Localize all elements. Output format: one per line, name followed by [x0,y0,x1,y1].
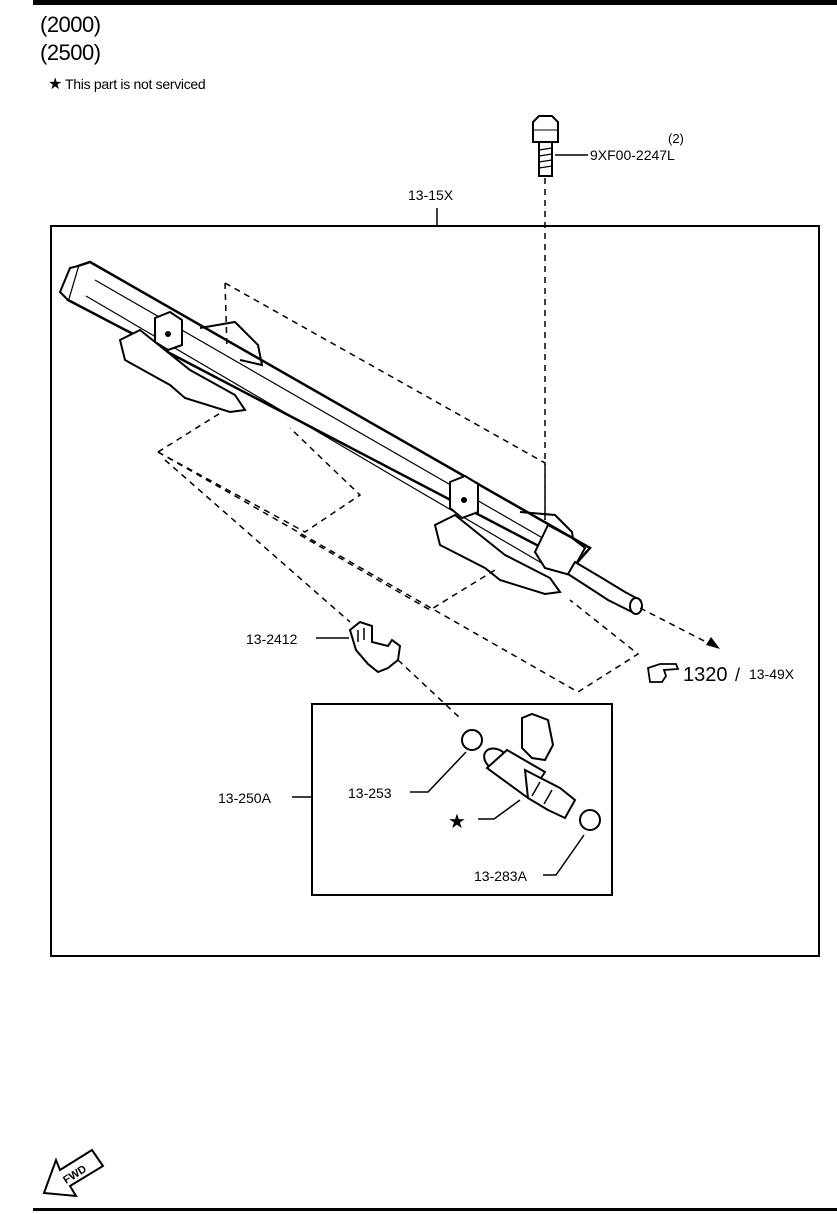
upper-o-ring-icon[interactable] [461,729,483,751]
ref-1320-label[interactable]: 1320 [683,664,728,686]
fwd-arrow-icon: FWD [42,1148,105,1198]
legend-note: ★This part is not serviced [48,74,206,94]
fuel-line-arrow-line [639,607,713,646]
clip-install-line [164,459,351,623]
not-serviced-star: ★ [448,811,466,833]
rail-assembly-frame [50,225,820,957]
model-label-2000: (2000) [40,12,101,37]
ref-separator: / [735,665,740,685]
fuel-line-arrowhead [706,637,720,649]
star-icon: ★ [48,76,63,93]
injector-seat-outline-1 [157,411,362,533]
injector-leader [478,799,521,820]
ref-13-49x-label[interactable]: 13-49X [749,666,795,682]
fuel-rail-icon[interactable] [58,260,643,615]
injector-seat-outline-2 [157,451,640,693]
lower-o-ring-icon[interactable] [579,809,601,831]
bolt-qty-label: (2) [668,131,684,146]
pointing-hand-icon[interactable] [647,663,680,683]
lower-o-ring-leader [543,834,585,876]
injector-kit-label[interactable]: 13-250A [218,790,272,806]
rail-pattern-outline [224,282,546,520]
top-rule [33,0,837,5]
model-label-2500: (2500) [40,40,101,65]
bottom-rule [33,1208,837,1211]
clip-icon[interactable] [348,620,402,674]
fuel-injector-icon[interactable] [480,712,577,820]
legend-note-text: This part is not serviced [65,76,206,92]
clip-label[interactable]: 13-2412 [246,631,298,647]
injector-install-line [397,659,461,719]
rail-assembly-label[interactable]: 13-15X [408,187,454,203]
lower-o-ring-label[interactable]: 13-283A [474,868,528,884]
upper-o-ring-label[interactable]: 13-253 [348,785,392,801]
bolt-part-label[interactable]: 9XF00-2247L [590,147,675,163]
bolt-icon[interactable] [532,115,559,177]
injector-kit-frame [311,703,613,896]
upper-o-ring-leader [410,751,467,793]
